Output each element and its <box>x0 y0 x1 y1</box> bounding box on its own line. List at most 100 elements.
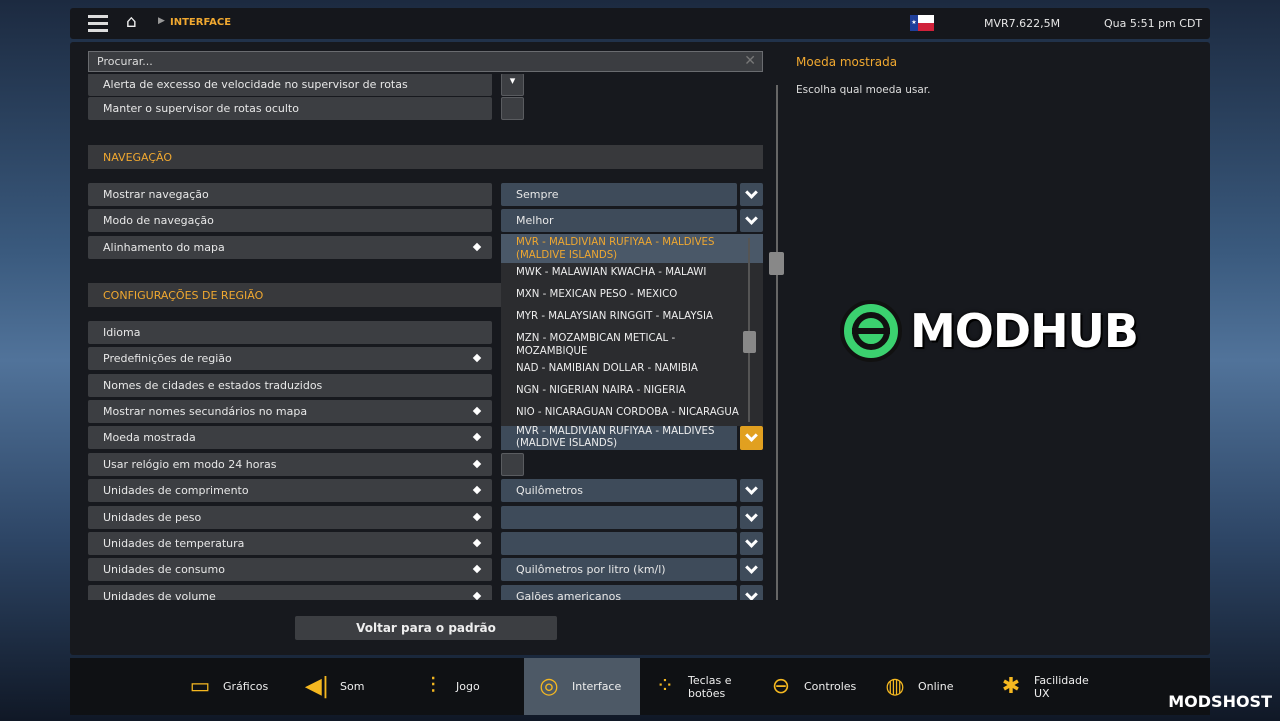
nav-tab-label: Controles <box>804 680 857 693</box>
setting-label: Unidades de volume <box>103 590 216 600</box>
setting-label: Usar relógio em modo 24 horas <box>103 458 277 471</box>
diamond-icon <box>472 485 482 495</box>
currency-option[interactable]: MWK - MALAWIAN KWACHA - MALAWI <box>516 267 707 278</box>
accessibility-icon: ✱ <box>1001 674 1021 699</box>
setting-row[interactable]: Nomes de cidades e estados traduzidos <box>88 374 492 397</box>
setting-label: Alerta de excesso de velocidade no super… <box>103 78 408 91</box>
currency-option[interactable]: MVR - MALDIVIAN RUFIYAA - MALDIVES (MALD… <box>501 234 763 263</box>
setting-row[interactable]: Idioma <box>88 321 492 344</box>
setting-row[interactable]: Unidades de temperatura <box>88 532 492 555</box>
setting-dropdown[interactable]: Galões americanos <box>501 585 737 600</box>
nav-tab[interactable]: ⊖Controles <box>756 658 868 715</box>
currency-option[interactable]: MZN - MOZAMBICAN METICAL - MOZAMBIQUE <box>516 333 676 357</box>
nav-tab[interactable]: ◎Interface <box>524 658 640 715</box>
currency-option[interactable]: NAD - NAMIBIAN DOLLAR - NAMIBIA <box>516 363 698 374</box>
steering-wheel-logo-icon <box>840 300 902 362</box>
nav-tab[interactable]: ⫶Jogo <box>408 658 520 715</box>
clear-search-icon[interactable]: ✕ <box>744 53 756 69</box>
chevron-down-icon <box>745 535 758 548</box>
setting-label: Unidades de peso <box>103 511 202 524</box>
nav-tab-label: Interface <box>572 680 622 693</box>
modshost-watermark: MODSHOST <box>1168 692 1272 711</box>
setting-label: Mostrar nomes secundários no mapa <box>103 405 308 418</box>
setting-row[interactable]: Manter o supervisor de rotas oculto <box>88 97 492 120</box>
diamond-icon <box>472 538 482 548</box>
setting-dropdown[interactable]: Quilômetros por litro (km/l) <box>501 558 737 581</box>
setting-row[interactable]: Unidades de volume <box>88 585 492 600</box>
currency-dropdown-toggle[interactable] <box>740 426 763 450</box>
setting-row[interactable]: Usar relógio em modo 24 horas <box>88 453 492 476</box>
reset-default-button[interactable]: Voltar para o padrão <box>295 616 557 640</box>
currency-option[interactable]: MXN - MEXICAN PESO - MEXICO <box>516 289 678 300</box>
setting-label: Manter o supervisor de rotas oculto <box>103 102 299 115</box>
chevron-down-icon <box>745 212 758 225</box>
nav-tab[interactable]: ✱ Facilidade UX <box>986 658 1098 715</box>
nav-tab[interactable]: ◍Online <box>870 658 982 715</box>
diamond-icon <box>472 564 482 574</box>
dropdown-scrollbar-thumb[interactable] <box>743 331 756 353</box>
scrollbar-track[interactable] <box>776 85 778 600</box>
setting-checkbox[interactable] <box>501 453 524 476</box>
diamond-icon <box>472 406 482 416</box>
setting-dropdown[interactable]: Melhor <box>501 209 737 232</box>
currency-option[interactable]: NIO - NICARAGUAN CORDOBA - NICARAGUA <box>516 407 739 418</box>
top-bar: ⌂ ▶ INTERFACE ★ MVR7.622,5M Qua 5:51 pm … <box>70 8 1210 39</box>
currency-option[interactable]: NGN - NIGERIAN NAIRA - NIGERIA <box>516 385 686 396</box>
texas-flag-icon: ★ <box>910 15 934 31</box>
breadcrumb: INTERFACE <box>170 17 232 28</box>
nav-tab-label: Facilidade UX <box>1034 673 1089 700</box>
setting-row[interactable]: Unidades de consumo <box>88 558 492 581</box>
dropdown-toggle[interactable] <box>740 479 763 502</box>
dropdown-toggle[interactable] <box>740 183 763 206</box>
setting-row[interactable]: Mostrar nomes secundários no mapa <box>88 400 492 423</box>
breadcrumb-arrow-icon: ▶ <box>158 16 165 26</box>
setting-label: Unidades de consumo <box>103 563 225 576</box>
setting-dropdown[interactable] <box>501 506 737 529</box>
chevron-down-icon <box>745 482 758 495</box>
setting-checkbox[interactable]: ▾ <box>501 74 524 96</box>
dropdown-toggle[interactable] <box>740 506 763 529</box>
globe-icon: ◍ <box>885 674 905 699</box>
nav-tab[interactable]: ⁘Teclas e botões <box>640 658 752 715</box>
diamond-icon <box>472 459 482 469</box>
setting-row[interactable]: Alerta de excesso de velocidade no super… <box>88 74 492 96</box>
dropdown-toggle[interactable] <box>740 558 763 581</box>
search-input[interactable]: Procurar...✕ <box>88 51 763 72</box>
setting-row[interactable]: Moeda mostrada <box>88 426 492 449</box>
currency-option[interactable]: MYR - MALAYSIAN RINGGIT - MALAYSIA <box>516 311 713 322</box>
setting-dropdown[interactable]: Quilômetros <box>501 479 737 502</box>
setting-checkbox[interactable] <box>501 97 524 120</box>
setting-row[interactable]: Mostrar navegação <box>88 183 492 206</box>
nav-tab-label: Gráficos <box>223 680 269 693</box>
scrollbar-thumb[interactable] <box>769 252 784 275</box>
dropdown-toggle[interactable] <box>740 585 763 600</box>
nav-tab[interactable]: ◀|Som <box>292 658 404 715</box>
currency-dropdown[interactable]: MVR - MALDIVIAN RUFIYAA - MALDIVES (MALD… <box>501 426 737 450</box>
dropdown-toggle[interactable] <box>740 532 763 555</box>
nav-tab[interactable]: ▭ Gráficos <box>175 658 287 715</box>
setting-row[interactable]: Alinhamento do mapa <box>88 236 492 259</box>
setting-label: Unidades de temperatura <box>103 537 245 550</box>
diamond-icon <box>472 591 482 600</box>
setting-row[interactable]: Predefinições de região <box>88 347 492 370</box>
setting-label: Mostrar navegação <box>103 188 209 201</box>
setting-dropdown[interactable] <box>501 532 737 555</box>
dropdown-scrollbar-track[interactable] <box>748 238 750 422</box>
modhub-logo-text: MODHUB <box>910 304 1139 358</box>
diamond-icon <box>472 512 482 522</box>
money-display: MVR7.622,5M <box>984 17 1061 30</box>
setting-dropdown[interactable]: Sempre <box>501 183 737 206</box>
monitor-icon: ▭ <box>189 674 211 699</box>
setting-row[interactable]: Modo de navegação <box>88 209 492 232</box>
diamond-icon <box>472 353 482 363</box>
chevron-down-icon <box>745 588 758 600</box>
home-icon[interactable]: ⌂ <box>126 12 137 32</box>
dropdown-toggle[interactable] <box>740 209 763 232</box>
setting-label: Predefinições de região <box>103 352 232 365</box>
setting-row[interactable]: Unidades de comprimento <box>88 479 492 502</box>
setting-label: Modo de navegação <box>103 214 214 227</box>
nav-tab-label: Teclas e botões <box>688 673 732 700</box>
settings-list: Alerta de excesso de velocidade no super… <box>88 74 764 600</box>
setting-row[interactable]: Unidades de peso <box>88 506 492 529</box>
menu-icon[interactable] <box>88 15 108 32</box>
